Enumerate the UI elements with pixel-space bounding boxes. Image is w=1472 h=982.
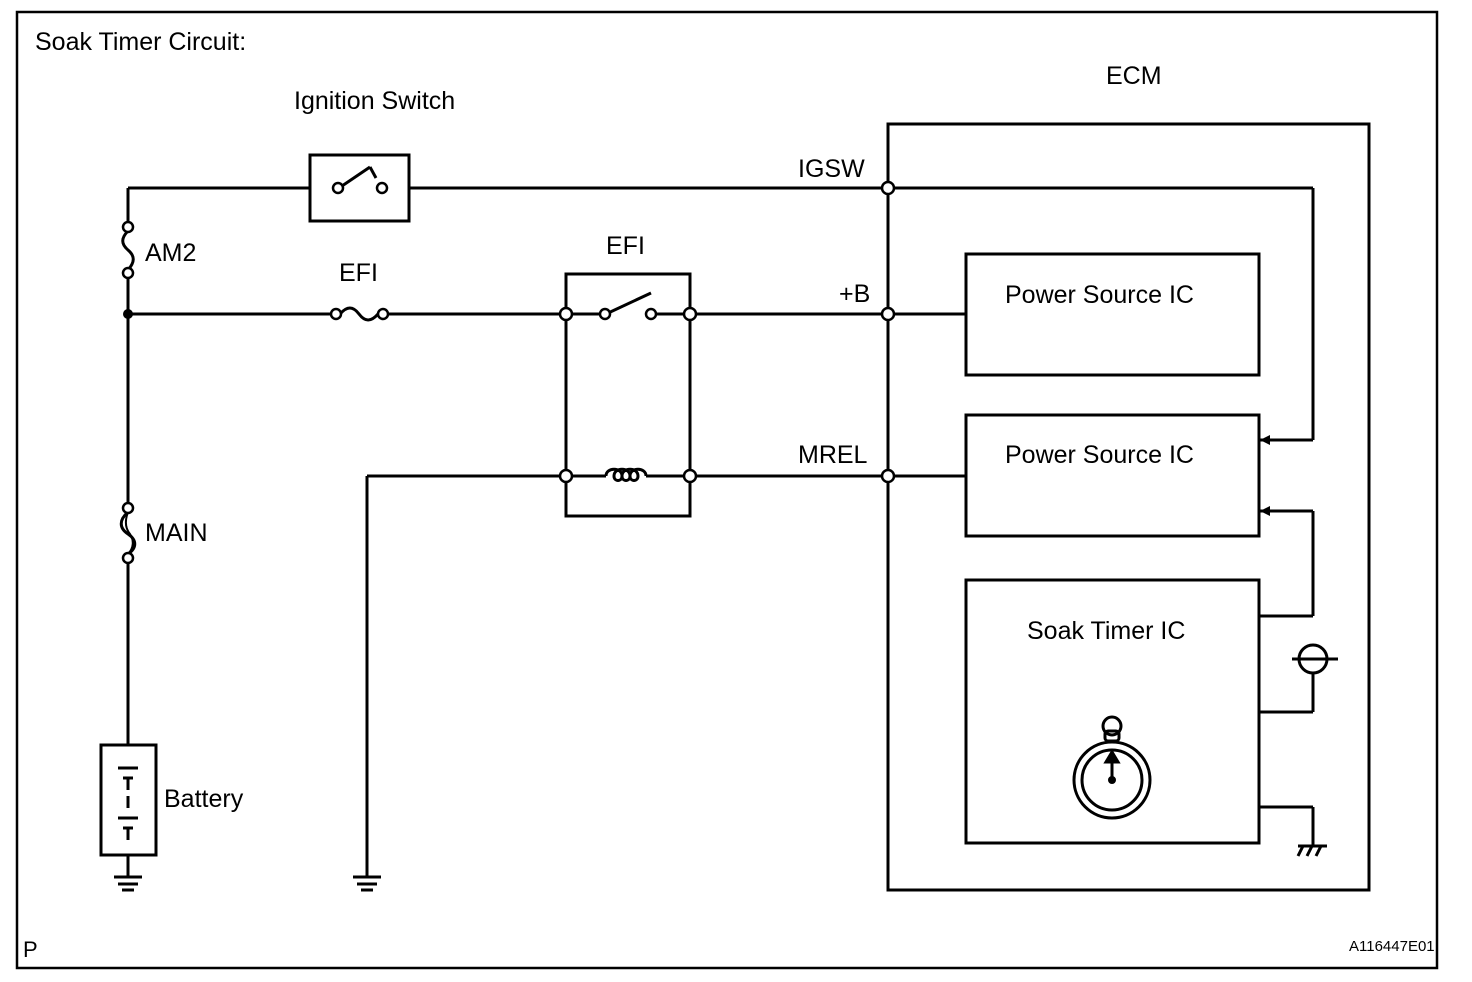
terminal-efi-fuse-right bbox=[376, 307, 390, 321]
efi-fuse-icon bbox=[338, 306, 380, 322]
main-label: MAIN bbox=[145, 519, 208, 547]
ignition-switch-label: Ignition Switch bbox=[294, 87, 456, 115]
igsw-label: IGSW bbox=[798, 155, 865, 183]
figure-id: A116447E01 bbox=[1349, 938, 1435, 955]
power-source-ic-2-label: Power Source IC bbox=[1005, 441, 1194, 469]
corner-letter: P bbox=[23, 937, 38, 962]
ecm-box bbox=[886, 122, 1371, 892]
junction-dot bbox=[123, 309, 133, 319]
battery-ground-icon bbox=[114, 875, 142, 892]
mrel-label: MREL bbox=[798, 441, 868, 469]
plus-b-label: +B bbox=[839, 280, 871, 308]
terminal-ign-left bbox=[331, 181, 345, 195]
efi-relay-label: EFI bbox=[606, 232, 645, 260]
terminal-main-bottom bbox=[121, 551, 135, 565]
terminals bbox=[121, 180, 896, 565]
soak-timer-ic-label: Soak Timer IC bbox=[1027, 617, 1186, 645]
ecm-label: ECM bbox=[1106, 62, 1162, 90]
power-source-ic-1-label: Power Source IC bbox=[1005, 281, 1194, 309]
ignition-switch-blade bbox=[338, 165, 371, 190]
terminal-plus-b bbox=[880, 306, 896, 322]
terminal-mrel bbox=[880, 468, 896, 484]
terminal-relay-2 bbox=[682, 306, 698, 322]
efi-relay-box bbox=[564, 272, 692, 518]
stopwatch-icon bbox=[1072, 715, 1152, 820]
terminal-main-top bbox=[121, 501, 135, 515]
am2-fuse-icon bbox=[121, 229, 135, 271]
power-source-ic-2-box bbox=[964, 413, 1261, 538]
battery-label: Battery bbox=[164, 785, 244, 813]
chassis-ground-icon bbox=[1296, 844, 1327, 857]
efi-fuse-label: EFI bbox=[339, 259, 378, 287]
ignition-switch-box bbox=[308, 153, 411, 223]
relay-contact-blade bbox=[605, 291, 652, 316]
terminal-efi-fuse-left bbox=[329, 307, 343, 321]
terminal-am2-top bbox=[121, 220, 135, 234]
terminal-ign-right bbox=[375, 181, 389, 195]
power-source-ic-1-box bbox=[964, 252, 1261, 377]
terminal-relay-contact-b bbox=[644, 307, 658, 321]
terminal-relay-contact-a bbox=[598, 307, 612, 321]
am2-label: AM2 bbox=[145, 239, 197, 267]
terminal-relay-3 bbox=[558, 468, 574, 484]
relay-coil-icon bbox=[604, 467, 648, 482]
main-fuse-icon bbox=[119, 510, 137, 556]
terminal-relay-4 bbox=[682, 468, 698, 484]
terminal-am2-bottom bbox=[121, 266, 135, 280]
terminal-igsw bbox=[880, 180, 896, 196]
battery-icon bbox=[118, 766, 138, 840]
ignition-switch-tip bbox=[368, 166, 378, 179]
diagram-frame bbox=[15, 10, 1439, 970]
relay-ground-icon bbox=[353, 875, 381, 892]
terminal-relay-1 bbox=[558, 306, 574, 322]
diagram-title: Soak Timer Circuit: bbox=[35, 28, 247, 56]
